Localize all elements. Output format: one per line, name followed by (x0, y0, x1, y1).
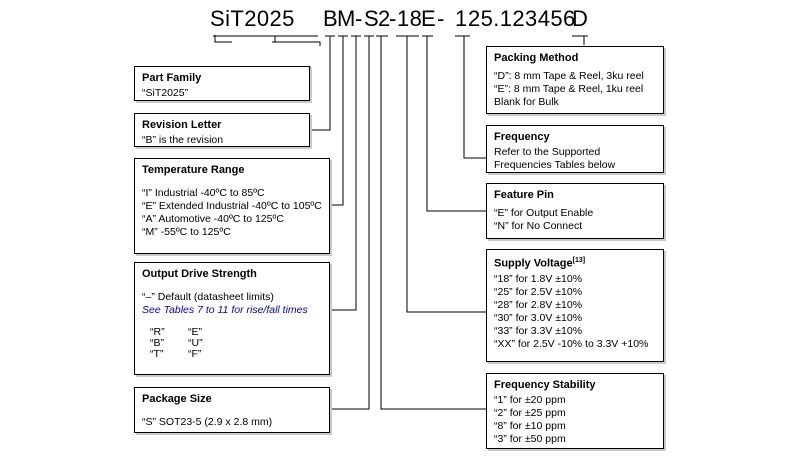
revision-letter-line: “B” is the revision (142, 134, 224, 146)
output-drive-note: See Tables 7 to 11 for rise/fall times (142, 304, 308, 316)
frequency-stability-line: “1” for ±20 ppm (494, 394, 566, 406)
connector-output-drive-strength (330, 36, 357, 311)
pn-dash-3: - (437, 6, 445, 31)
package-size-line: “S” SOT23-5 (2.9 x 2.8 mm) (142, 416, 273, 428)
connector-supply-voltage (406, 36, 486, 313)
feature-pin-title: Feature Pin (494, 189, 554, 201)
pn-package: S (364, 6, 380, 31)
connector-part-family (214, 35, 321, 96)
pn-supply-voltage: 18 (397, 6, 423, 31)
packing-line: Blank for Bulk (494, 96, 559, 108)
package-size-title: Package Size (142, 393, 212, 405)
frequency-line: Refer to the Supported (494, 146, 601, 158)
frequency-stability-line: “8” for ±10 ppm (494, 420, 566, 432)
feature-pin-line: “N” for No Connect (494, 220, 583, 232)
pn-packing: D (572, 6, 589, 31)
pn-feature-pin: E (421, 6, 437, 31)
packing-method-title: Packing Method (494, 52, 579, 64)
pn-dash-2: - (389, 6, 397, 31)
frequency-stability-line: “3” for ±50 ppm (494, 433, 566, 445)
revision-letter-box: Revision Letter “B” is the revision (134, 113, 310, 147)
connector-package-size (330, 36, 370, 410)
supply-voltage-line: “18” for 1.8V ±10% (494, 272, 583, 285)
temperature-range-title: Temperature Range (142, 164, 245, 176)
pn-dash-1: - (355, 6, 363, 31)
drive-code: “R” (150, 326, 165, 338)
part-family-title: Part Family (142, 72, 202, 84)
frequency-stability-line: “2” for ±25 ppm (494, 407, 566, 419)
drive-code: “B” (150, 337, 164, 349)
packing-line: “E”: 8 mm Tape & Reel, 1ku reel (494, 83, 644, 95)
drive-code: “T” (150, 348, 164, 360)
pn-stability: 2 (378, 6, 391, 31)
drive-code: “U” (188, 337, 203, 349)
temperature-line: “E” Extended Industrial -40ºC to 105ºC (142, 200, 322, 212)
connector-frequency (463, 36, 486, 159)
part-number: SiT2025 B M - S 2 - 18 E - 1 25.123456 D (0, 2, 800, 36)
drive-code: “F” (188, 348, 202, 360)
supply-voltage-line: “28” for 2.8V ±10% (494, 298, 583, 311)
pn-temperature: M (337, 6, 356, 31)
revision-letter-title: Revision Letter (142, 119, 222, 131)
temperature-range-box: Temperature Range “I” Industrial -40ºC t… (134, 158, 330, 254)
connector-temperature-range (330, 36, 344, 206)
temperature-line: “M” -55ºC to 125ºC (142, 226, 231, 238)
pn-revision: B (323, 6, 339, 31)
drive-strength-codes: “R” “E” “B” “U” “T” “F” (150, 327, 322, 360)
part-family-box: Part Family “SiT2025” (134, 66, 310, 101)
frequency-line: Frequencies Tables below (494, 159, 616, 171)
supply-voltage-line: “30” for 3.0V ±10% (494, 311, 583, 324)
supply-voltage-line: “XX” for 2.5V -10% to 3.3V +10% (494, 337, 649, 350)
connector-frequency-stability (380, 36, 486, 410)
connector-revision-letter (310, 36, 331, 131)
supply-voltage-line: “33” for 3.3V ±10% (494, 324, 583, 337)
packing-line: “D”: 8 mm Tape & Reel, 3ku reel (494, 70, 644, 82)
frequency-title: Frequency (494, 131, 550, 143)
supply-voltage-box: Supply Voltage[13] “18” for 1.8V ±10% “2… (486, 249, 664, 362)
supply-voltage-footnote: [13] (572, 257, 586, 264)
feature-pin-box: Feature Pin “E” for Output Enable “N” fo… (486, 183, 664, 239)
packing-method-box: Packing Method “D”: 8 mm Tape & Reel, 3k… (486, 46, 664, 114)
pn-frequency: 25.123456 (468, 6, 576, 31)
frequency-stability-title: Frequency Stability (494, 379, 596, 391)
connector-feature-pin (426, 36, 486, 212)
part-family-line: “SiT2025” (142, 87, 189, 99)
temperature-line: “I” Industrial -40ºC to 85ºC (142, 187, 265, 199)
supply-voltage-title-text: Supply Voltage (494, 257, 573, 270)
supply-voltage-line: “25” for 2.5V ±10% (494, 285, 583, 298)
output-drive-default-line: “–” Default (datasheet limits) (142, 291, 274, 303)
output-drive-strength-title: Output Drive Strength (142, 268, 257, 280)
pn-part-family: SiT2025 (210, 6, 295, 31)
frequency-stability-box: Frequency Stability “1” for ±20 ppm “2” … (486, 373, 664, 449)
output-drive-strength-box: Output Drive Strength “–” Default (datas… (134, 262, 330, 375)
feature-pin-line: “E” for Output Enable (494, 207, 594, 219)
temperature-line: “A” Automotive -40ºC to 125ºC (142, 213, 284, 225)
frequency-box: Frequency Refer to the Supported Frequen… (486, 125, 664, 173)
drive-code: “E” (188, 326, 202, 338)
supply-voltage-title: Supply Voltage[13] (494, 254, 656, 271)
package-size-box: Package Size “S” SOT23-5 (2.9 x 2.8 mm) (134, 387, 330, 433)
pn-frequency-lead: 1 (455, 6, 468, 31)
